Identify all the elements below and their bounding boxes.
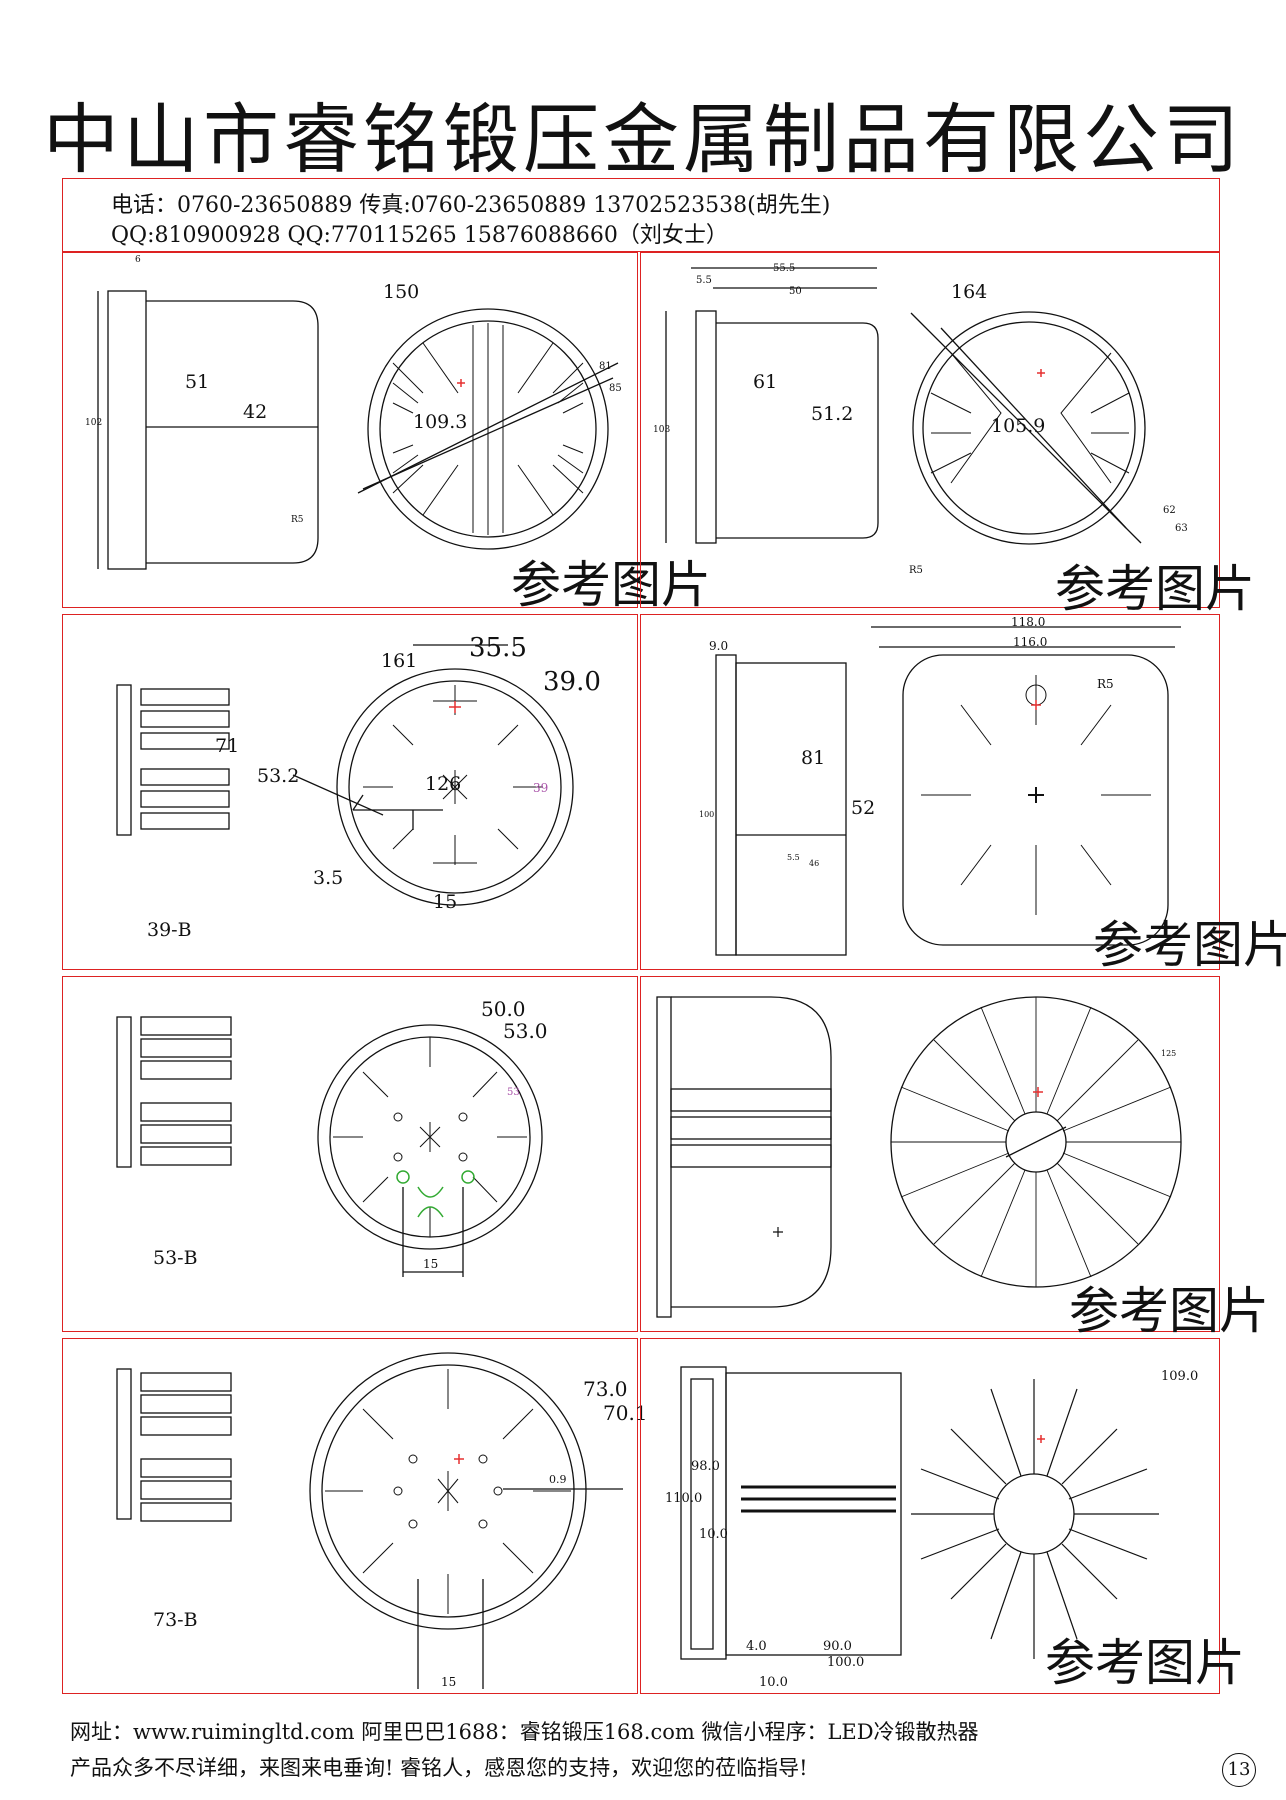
dim-125: 125: [1161, 1049, 1177, 1058]
dim-71: 71: [215, 735, 240, 757]
reference-label-6: 参考图片: [1069, 1282, 1269, 1340]
contact-line-1: 电话：0760-23650889 传真:0760-23650889 137025…: [111, 193, 831, 218]
dim-10: 10.0: [699, 1527, 728, 1542]
dim-126: 126: [425, 773, 462, 795]
dim-109: 109.3: [413, 411, 468, 433]
reference-label-2: 参考图片: [1055, 560, 1255, 618]
dim-105-9: 105.9: [991, 415, 1046, 437]
dim-51: 51: [185, 371, 210, 393]
dim-15-c: 15: [441, 1675, 457, 1689]
dim-42: 42: [243, 401, 268, 423]
drawing-2: [665, 267, 1146, 545]
footer-line-1: 网址：www.ruimingltd.com 阿里巴巴1688：睿铭锻压168.c…: [70, 1720, 979, 1744]
model-39b: 39-B: [147, 919, 192, 941]
dim-4: 4.0: [746, 1639, 767, 1654]
reference-label-1: 参考图片: [511, 556, 711, 614]
company-title: 中山市睿铭锻压金属制品有限公司: [43, 95, 1243, 184]
dim-50: 50: [789, 286, 802, 297]
dim-164: 164: [951, 281, 988, 303]
dim-61: 61: [753, 371, 778, 393]
dim-5-5: 5.5: [696, 275, 712, 286]
panel-1: 150 51 42 109.3 6 102 R5 81 85 参考图片: [62, 252, 711, 614]
panel-6: 125 参考图片: [640, 976, 1269, 1340]
dim-0-9: 0.9: [549, 1473, 567, 1486]
panel-8: 98.0 110.0 10.0 4.0 90.0 100.0 10.0 109.…: [640, 1338, 1245, 1694]
dim-55-5: 55.5: [773, 263, 796, 274]
dim-62: 62: [1163, 505, 1176, 516]
dim-98: 98.0: [691, 1459, 720, 1474]
footer-line-2: 产品众多不尽详细，来图来电垂询! 睿铭人，感恩您的支持，欢迎您的莅临指导!: [70, 1756, 808, 1780]
contact-line-2: QQ:810900928 QQ:770115265 15876088660（刘女…: [111, 223, 728, 248]
drawing-4: [715, 626, 1181, 956]
drawing-1: [97, 290, 619, 570]
dim-r5-2: R5: [909, 565, 923, 576]
dim-102: 102: [85, 418, 103, 428]
dim-39: 39: [533, 781, 549, 795]
dim-15: 15: [433, 891, 458, 913]
dim-3-5: 3.5: [313, 867, 344, 889]
dim-15-b: 15: [423, 1257, 439, 1271]
reference-label-8: 参考图片: [1045, 1634, 1245, 1692]
dim-52: 52: [851, 797, 876, 819]
dim-46: 46: [809, 859, 820, 868]
drawing-6: [656, 996, 1182, 1318]
dim-51-2: 51.2: [811, 403, 854, 425]
dim-5-5-b: 5.5: [787, 853, 800, 862]
drawing-8: [680, 1366, 1159, 1660]
dim-81: 81: [599, 361, 612, 372]
dim-63: 63: [1175, 523, 1188, 534]
drawing-7: [116, 1352, 623, 1689]
dim-90: 90.0: [823, 1639, 852, 1654]
dim-110: 110.0: [665, 1491, 703, 1506]
dim-50-0: 50.0: [481, 997, 526, 1021]
drawing-5: [116, 1016, 543, 1277]
dim-85: 85: [609, 383, 622, 394]
dim-161: 161: [381, 650, 418, 672]
dim-9: 9.0: [709, 639, 729, 653]
panel-4: 118.0 116.0 9.0 81 52 R5 100 5.5 46 参考图片: [640, 614, 1286, 974]
dim-10-b: 10.0: [759, 1675, 788, 1690]
dim-35-5: 35.5: [469, 633, 527, 663]
dim-109-0: 109.0: [1161, 1369, 1199, 1384]
dim-100: 100: [699, 810, 715, 819]
page-number: 13: [1222, 1753, 1256, 1787]
reference-label-4: 参考图片: [1093, 916, 1286, 974]
dim-81-b: 81: [801, 747, 826, 769]
dim-53-0: 53.0: [503, 1019, 548, 1043]
panel-2: 55.5 50 5.5 164 61 51.2 105.9 103 62 63 …: [640, 252, 1255, 618]
dim-116: 116.0: [1013, 635, 1048, 649]
contact-box: 电话：0760-23650889 传真:0760-23650889 137025…: [62, 178, 1220, 252]
dim-r5-4: R5: [1097, 677, 1114, 691]
dim-73-0: 73.0: [583, 1377, 628, 1401]
panel-5: 50.0 53.0 53 15 53-B: [62, 976, 638, 1332]
dim-53: 53: [507, 1087, 520, 1098]
panel-3: 161 35.5 39.0 71 53.2 126 39 3.5 15 39-B: [62, 614, 638, 970]
dim-39-0: 39.0: [543, 667, 601, 697]
drawing-3: [116, 644, 574, 906]
dim-103: 103: [653, 425, 671, 435]
panel-7: 73.0 70.1 0.9 15 73-B: [62, 1338, 648, 1694]
dim-6: 6: [135, 255, 141, 265]
model-73b: 73-B: [153, 1609, 198, 1631]
dim-53-2: 53.2: [257, 765, 300, 787]
model-53b: 53-B: [153, 1247, 198, 1269]
dim-100-b: 100.0: [827, 1655, 865, 1670]
dim-r5: R5: [291, 515, 304, 525]
dim-118: 118.0: [1011, 615, 1046, 629]
dim-150: 150: [383, 281, 420, 303]
